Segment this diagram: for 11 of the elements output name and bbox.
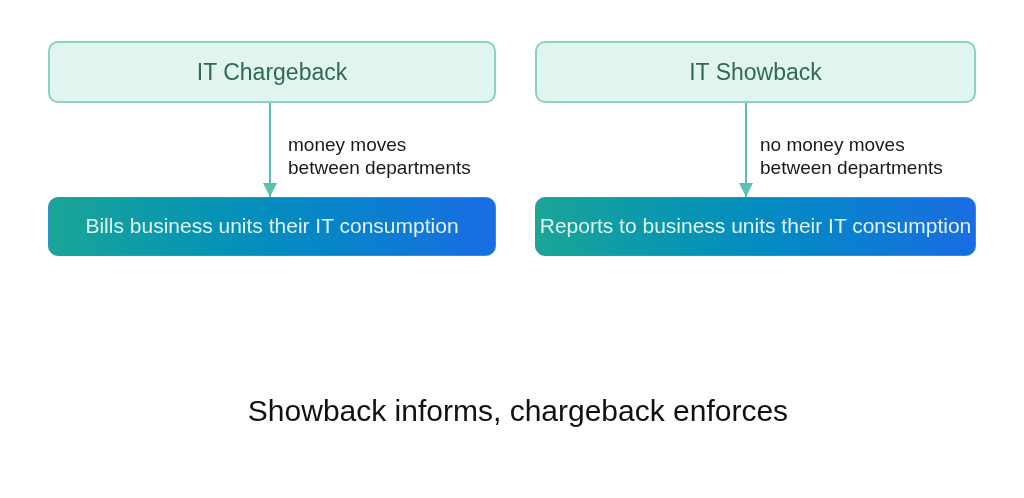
node-text: Reports to business units their IT consumption — [539, 213, 972, 240]
caption: Showback informs, chargeback enforces — [246, 393, 790, 429]
description-box — [535, 197, 976, 256]
node-text: IT Chargeback — [196, 57, 348, 87]
title-box — [535, 41, 976, 103]
description-box — [48, 197, 496, 256]
node-text: IT Showback — [689, 57, 822, 87]
arrow — [739, 102, 753, 198]
node-text: Bills business units their IT consumption — [85, 213, 459, 240]
arrow — [263, 102, 277, 198]
title-box — [48, 41, 496, 103]
